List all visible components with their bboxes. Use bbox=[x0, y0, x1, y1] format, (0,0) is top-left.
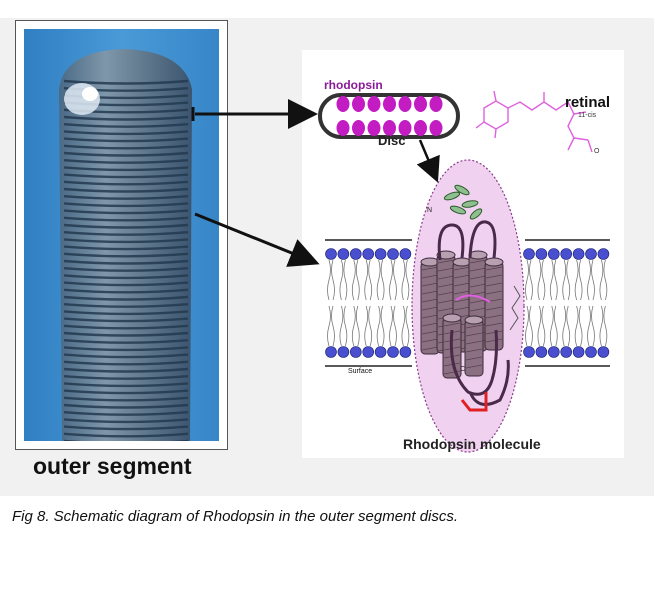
membrane bbox=[325, 239, 610, 367]
bound-retinal bbox=[455, 294, 491, 303]
outer-segment-photo bbox=[24, 29, 219, 441]
lipid-head bbox=[349, 346, 362, 358]
lipid-head bbox=[349, 248, 362, 260]
rhodopsin-label: rhodopsin bbox=[324, 78, 383, 92]
rhodopsin-bead bbox=[414, 96, 427, 112]
disc-label: Disc bbox=[378, 133, 406, 148]
rhodopsin-bead bbox=[398, 120, 412, 136]
rhodopsin-bead bbox=[398, 96, 412, 112]
rhodopsin-bead bbox=[367, 120, 381, 136]
lipid-head bbox=[560, 248, 573, 260]
retinal-structure bbox=[475, 90, 593, 153]
n-terminus-label: N bbox=[427, 207, 433, 214]
lipid-head bbox=[325, 346, 337, 358]
arrow-disc-to-molecule bbox=[416, 139, 440, 183]
outer-segment-label: outer segment bbox=[33, 453, 192, 479]
rhodopsin-bead bbox=[367, 96, 381, 112]
lipid-head bbox=[387, 248, 399, 260]
disc-diagram bbox=[318, 93, 460, 139]
lipid-head bbox=[399, 346, 412, 358]
rhodopsin-bead bbox=[429, 96, 443, 112]
retinal-oxygen-label: O bbox=[594, 148, 600, 155]
lipid-head bbox=[535, 248, 548, 260]
lipid-head bbox=[597, 248, 610, 260]
lipid-head bbox=[535, 346, 548, 358]
rhodopsin-molecule-label: Rhodopsin molecule bbox=[403, 436, 541, 452]
c-terminal-segment bbox=[460, 392, 488, 412]
transmembrane-helices bbox=[420, 250, 504, 379]
glycans bbox=[443, 184, 483, 220]
lipid-head bbox=[399, 248, 412, 260]
lipid-head bbox=[585, 346, 597, 358]
retinal-label: retinal bbox=[565, 94, 611, 111]
figure-caption: Fig 8. Schematic diagram of Rhodopsin in… bbox=[12, 508, 459, 525]
lipid-head bbox=[387, 346, 399, 358]
lipid-head bbox=[560, 346, 573, 358]
arrow-to-membrane bbox=[194, 212, 320, 267]
lipid-head bbox=[337, 248, 350, 260]
lipid-head bbox=[523, 248, 535, 260]
rhodopsin-bead bbox=[414, 120, 427, 136]
photo-frame bbox=[15, 20, 228, 450]
rhodopsin-bead bbox=[336, 96, 350, 112]
rhodopsin-bead bbox=[383, 120, 396, 136]
lipid-head bbox=[374, 346, 387, 358]
lipid-head bbox=[523, 346, 535, 358]
rhodopsin-bead bbox=[352, 120, 365, 136]
lipid-head bbox=[362, 248, 375, 260]
lipid-head bbox=[572, 248, 585, 260]
lipid-head bbox=[337, 346, 350, 358]
lipid-head bbox=[597, 346, 610, 358]
surface-label: Surface bbox=[348, 368, 373, 375]
lipid-head bbox=[374, 248, 387, 260]
rhodopsin-bead bbox=[352, 96, 365, 112]
protein-loops bbox=[437, 220, 510, 406]
c-terminus-label: C bbox=[460, 366, 466, 373]
rhodopsin-bead bbox=[383, 96, 396, 112]
rhodopsin-bead bbox=[336, 120, 350, 136]
retinal-isomer-label: 11-cis bbox=[578, 112, 597, 119]
lipid-head bbox=[547, 346, 560, 358]
rhodopsin-bead bbox=[429, 120, 443, 136]
disc-outline bbox=[318, 93, 460, 139]
lipid-head bbox=[585, 248, 597, 260]
lipid-head bbox=[572, 346, 585, 358]
lipid-head bbox=[362, 346, 375, 358]
lipid-head bbox=[325, 248, 337, 260]
lipid-head bbox=[547, 248, 560, 260]
palmitoyl-chains bbox=[509, 285, 521, 331]
